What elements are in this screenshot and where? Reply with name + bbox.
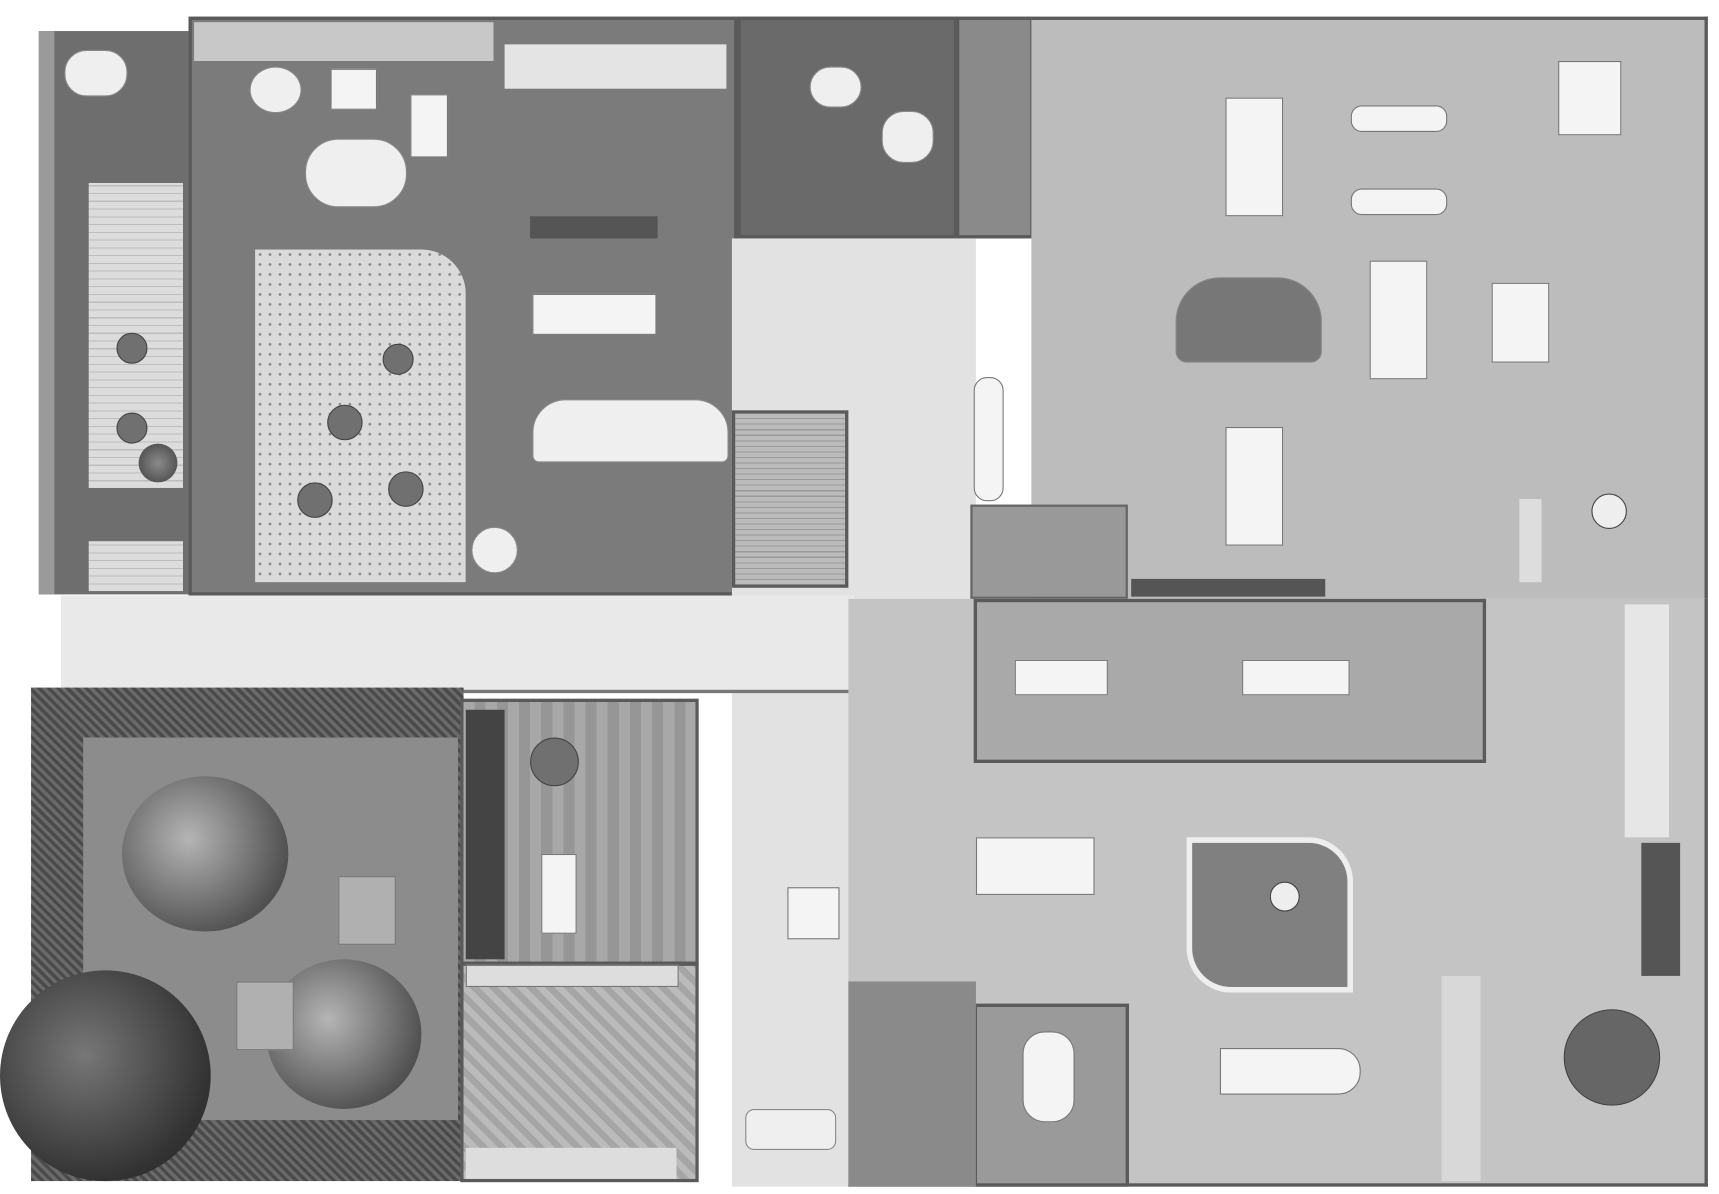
quiet-room-seat xyxy=(809,66,862,108)
cafe-kitchen xyxy=(465,709,505,960)
workbench xyxy=(465,964,679,988)
lounge-pouf xyxy=(471,526,518,574)
planter xyxy=(530,216,658,239)
planter-row xyxy=(1641,842,1681,976)
round-table xyxy=(1269,881,1300,912)
meeting-bench xyxy=(1350,105,1448,132)
picnic-table xyxy=(236,981,294,1051)
lounge-sectional-sofa xyxy=(532,399,729,463)
long-table xyxy=(532,293,657,335)
lounge-sofa xyxy=(1175,277,1322,363)
terrace-table xyxy=(116,332,148,364)
lounge-counter xyxy=(504,44,727,89)
stairwell xyxy=(731,410,849,588)
desk-cluster xyxy=(975,837,1095,895)
hot-desk xyxy=(787,887,840,940)
wooden-deck-small xyxy=(88,541,183,592)
cafe-table xyxy=(297,482,333,518)
air-hockey-table xyxy=(410,94,449,158)
lounge-beanbag xyxy=(249,66,302,114)
lobby-sofa xyxy=(745,1109,837,1151)
desk-cluster xyxy=(1369,260,1428,380)
plant xyxy=(138,443,178,483)
bookshelf xyxy=(1441,975,1481,1182)
corridor xyxy=(60,595,854,694)
bar-counter xyxy=(973,377,1004,502)
planter-row xyxy=(1131,578,1326,597)
kitchen-counter xyxy=(1519,499,1542,583)
terrace-sofa xyxy=(64,49,128,97)
quiet-room-seat xyxy=(881,110,934,164)
meeting-bench xyxy=(1350,188,1448,216)
boardroom-table xyxy=(1022,1031,1075,1123)
reception xyxy=(848,981,976,1187)
cafe-table xyxy=(388,471,424,507)
phone-booths xyxy=(955,16,1034,239)
meeting-table xyxy=(1242,659,1350,696)
foosball-table xyxy=(330,68,378,110)
desk-cluster xyxy=(1225,426,1284,546)
kitchen-island xyxy=(1624,604,1670,838)
meeting-pod xyxy=(970,504,1128,599)
meeting-table xyxy=(1014,659,1108,696)
conference-table xyxy=(1219,1048,1361,1095)
lounge-booth xyxy=(1186,837,1353,993)
tree xyxy=(121,776,289,932)
desk-cluster xyxy=(1225,97,1284,217)
lounge-seats xyxy=(304,138,408,208)
cafe-table xyxy=(327,404,363,441)
cafe-table xyxy=(382,343,414,375)
window-ledge xyxy=(465,1147,677,1179)
lounge-shelving xyxy=(194,22,494,61)
round-table xyxy=(1591,493,1627,529)
standing-desk xyxy=(1491,282,1550,363)
cafe-table xyxy=(541,853,577,934)
meeting-corner xyxy=(460,962,699,1183)
picnic-table xyxy=(338,876,396,945)
cafe-table xyxy=(530,737,579,787)
round-lounge-table xyxy=(1563,1009,1661,1106)
desk-cluster xyxy=(1558,60,1622,136)
tree xyxy=(0,970,211,1182)
terrace-table xyxy=(116,412,148,444)
